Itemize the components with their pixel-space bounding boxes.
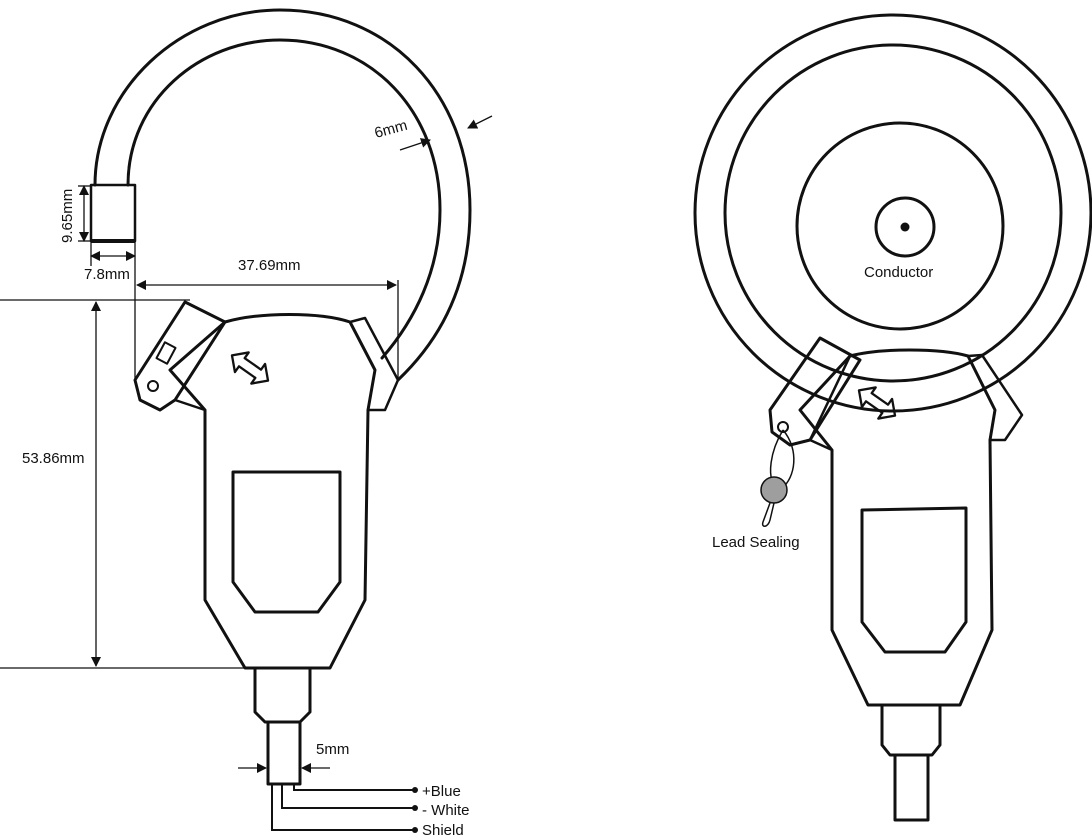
- connector-height-label: 9.65mm: [59, 189, 76, 243]
- sensor-body-right: [798, 348, 997, 707]
- wire-shield-label: Shield: [422, 822, 464, 837]
- conductor-outline: [874, 196, 936, 258]
- coil-closed-inner: [723, 43, 1063, 383]
- dimension-lines: [0, 115, 493, 773]
- connector-width-label: 7.8mm: [84, 266, 130, 283]
- open-direction-icon: [230, 351, 270, 385]
- cable-right: [880, 703, 942, 822]
- conductor-dot: [900, 222, 910, 232]
- opening-width-label: 37.69mm: [238, 257, 301, 274]
- coil-connector: [89, 183, 137, 243]
- lead-seal-icon: [760, 476, 788, 504]
- coil-thickness-label: 6mm: [373, 117, 410, 142]
- wire-white-label: - White: [422, 802, 470, 819]
- lead-sealing-label: Lead Sealing: [712, 534, 800, 551]
- wire-blue-label: +Blue: [422, 783, 461, 800]
- sensor-body: [168, 313, 377, 670]
- right-view: Conductor Lead Sealing: [693, 13, 1092, 822]
- display-window: [231, 470, 342, 614]
- coil-closed-outer: [693, 13, 1092, 413]
- lead-sealing: [760, 429, 795, 527]
- cable: [253, 666, 418, 833]
- coil-outer: [93, 8, 472, 382]
- open-direction-icon-right: [857, 386, 897, 420]
- conductor-label: Conductor: [864, 264, 933, 281]
- display-window-right: [860, 506, 968, 654]
- body-length-label: 53.86mm: [22, 450, 85, 467]
- coil-inner: [126, 38, 442, 360]
- cable-diameter-label: 5mm: [316, 741, 349, 758]
- coil-aperture: [795, 121, 1005, 331]
- left-view: 6mm 9.65mm 7.8mm 37.69mm 53.86mm 5mm +Bl…: [0, 8, 493, 837]
